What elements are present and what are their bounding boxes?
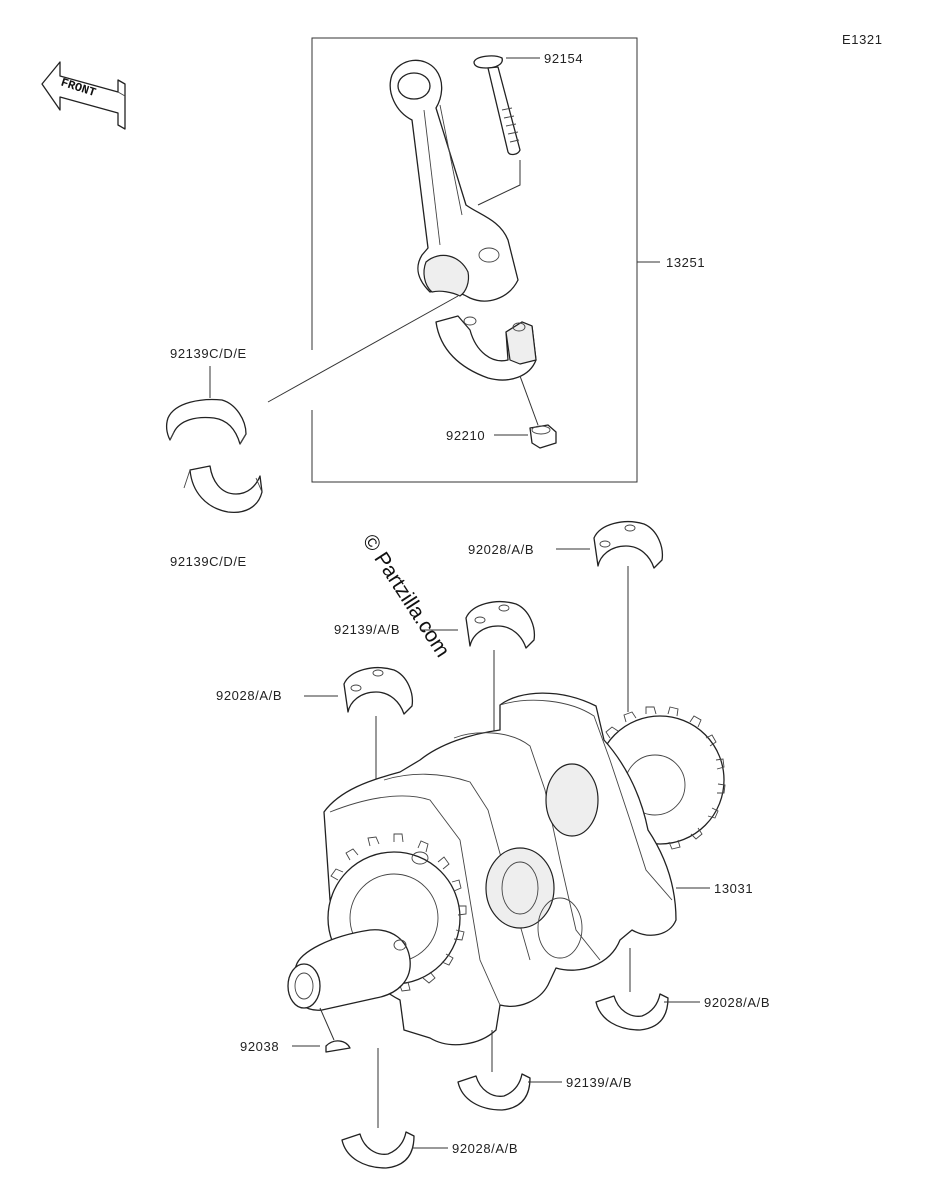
- label-92139-top-center: 92139/A/B: [334, 622, 400, 637]
- label-13031: 13031: [714, 881, 753, 896]
- label-92028-top-left: 92028/A/B: [216, 688, 282, 703]
- connecting-rod: [389, 59, 519, 302]
- crankshaft: 13031: [287, 692, 753, 1046]
- label-92028-top-right: 92028/A/B: [468, 542, 534, 557]
- front-arrow-icon: FRONT: [41, 61, 126, 130]
- conrod-bearing-upper: 92139C/D/E: [166, 346, 247, 445]
- main-bearing-bottom-center: 92139/A/B: [457, 1030, 632, 1111]
- main-bearing-bottom-left: 92028/A/B: [341, 1048, 518, 1169]
- label-92139cde-upper: 92139C/D/E: [170, 346, 247, 361]
- conrod-assembly-group: 13251: [311, 37, 705, 483]
- diagram-code: E1321: [842, 32, 883, 47]
- label-92154: 92154: [544, 51, 583, 66]
- conrod-cap: [435, 315, 539, 426]
- label-92028-bottom-left: 92028/A/B: [452, 1141, 518, 1156]
- label-92028-bottom-right: 92028/A/B: [704, 995, 770, 1010]
- bolt: 92154: [473, 51, 583, 206]
- main-bearing-bottom-right: 92028/A/B: [595, 948, 770, 1031]
- label-13251: 13251: [666, 255, 705, 270]
- label-92038: 92038: [240, 1039, 279, 1054]
- label-92210: 92210: [446, 428, 485, 443]
- conrod-bearing-lower: 92139C/D/E: [170, 465, 263, 569]
- main-bearing-top-right: 92028/A/B: [468, 521, 664, 712]
- key: 92038: [240, 1007, 351, 1054]
- main-bearing-top-center: 92139/A/B: [334, 601, 536, 740]
- nut: 92210: [446, 424, 557, 449]
- watermark: © Partzilla.com: [358, 530, 454, 661]
- label-92139-bottom-center: 92139/A/B: [566, 1075, 632, 1090]
- label-92139cde-lower: 92139C/D/E: [170, 554, 247, 569]
